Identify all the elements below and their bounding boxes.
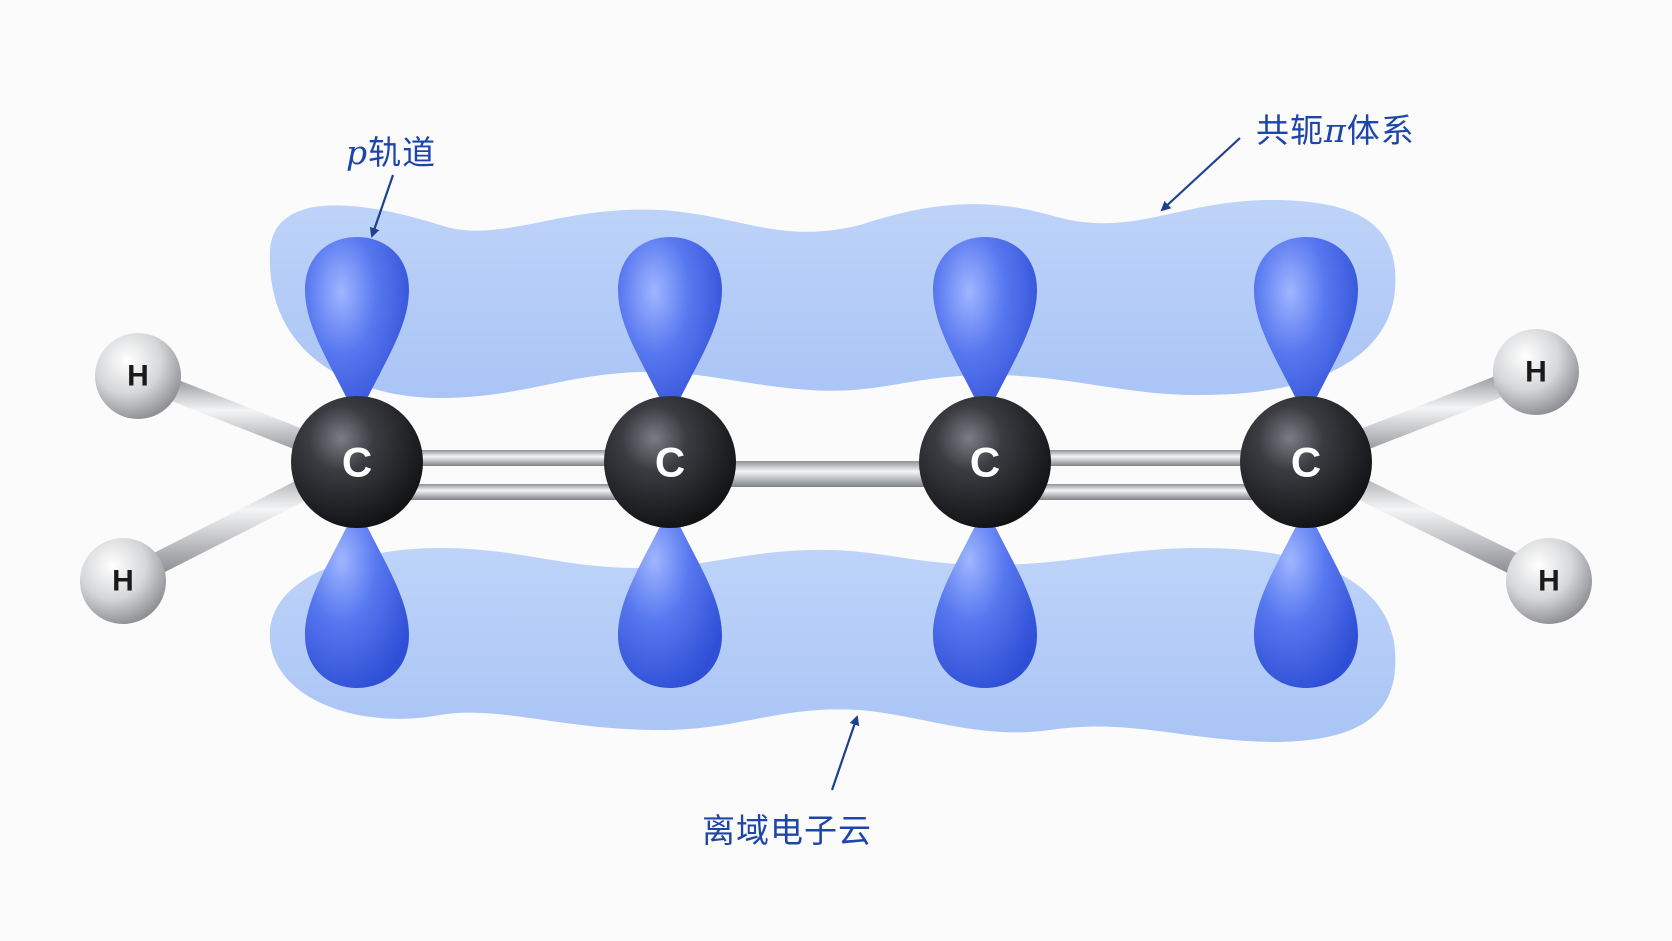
- p-orbital-lobe: [1254, 505, 1358, 688]
- conjugated-label-prefix: 共轭: [1256, 111, 1324, 150]
- annotation-arrows: [369, 137, 1241, 791]
- p-orbital-lobe: [618, 505, 722, 688]
- hydrogen-symbol: H: [1525, 356, 1547, 389]
- lower-electron-cloud: [269, 548, 1396, 742]
- carbon-symbol: C: [1291, 439, 1321, 486]
- p-orbital-lobe: [305, 505, 409, 688]
- double-bond-upper: [400, 450, 630, 466]
- p-orbital-label-prefix: p: [346, 133, 369, 172]
- conjugated-system-label: 共轭π体系: [1256, 104, 1415, 152]
- cc-bonds: [400, 450, 1265, 500]
- lower-lobes: [305, 505, 1358, 688]
- carbon-symbol: C: [970, 439, 1000, 486]
- pi-symbol: π: [1324, 111, 1347, 150]
- p-orbital-lobe: [1254, 237, 1358, 420]
- hydrogen-atom: H: [1493, 329, 1579, 415]
- double-bond-lower: [1025, 484, 1265, 500]
- carbon-atom: C: [604, 396, 736, 528]
- single-bond: [710, 461, 945, 487]
- electron-cloud-label-text: 离域电子云: [702, 811, 872, 850]
- upper-lobes: [305, 237, 1358, 420]
- p-orbital-lobe: [618, 237, 722, 420]
- hydrogen-symbol: H: [112, 565, 134, 598]
- double-bond-upper: [1025, 450, 1265, 466]
- hydrogen-atoms: H H H H: [80, 329, 1592, 624]
- carbon-symbol: C: [655, 439, 685, 486]
- electron-cloud-arrow: [830, 715, 860, 791]
- carbon-atom: C: [919, 396, 1051, 528]
- carbon-atoms: C C C C: [291, 396, 1372, 528]
- conjugated-label-suffix: 体系: [1346, 111, 1415, 150]
- hydrogen-atom: H: [1506, 538, 1592, 624]
- p-orbital-lobe: [305, 237, 409, 420]
- p-orbital-lobe: [933, 237, 1037, 420]
- electron-cloud-label: 离域电子云: [702, 804, 872, 852]
- p-orbital-label: p轨道: [346, 126, 436, 174]
- p-orbital-lobe: [933, 505, 1037, 688]
- p-orbital-arrow: [369, 174, 395, 238]
- hydrogen-symbol: H: [127, 360, 149, 393]
- carbon-atom: C: [291, 396, 423, 528]
- conjugated-system-arrow: [1160, 137, 1241, 212]
- hydrogen-atom: H: [95, 333, 181, 419]
- hydrogen-symbol: H: [1538, 565, 1560, 598]
- p-orbital-label-text: 轨道: [368, 133, 437, 172]
- upper-electron-cloud: [269, 200, 1396, 398]
- carbon-symbol: C: [342, 439, 372, 486]
- hydrogen-atom: H: [80, 538, 166, 624]
- carbon-atom: C: [1240, 396, 1372, 528]
- double-bond-lower: [400, 484, 630, 500]
